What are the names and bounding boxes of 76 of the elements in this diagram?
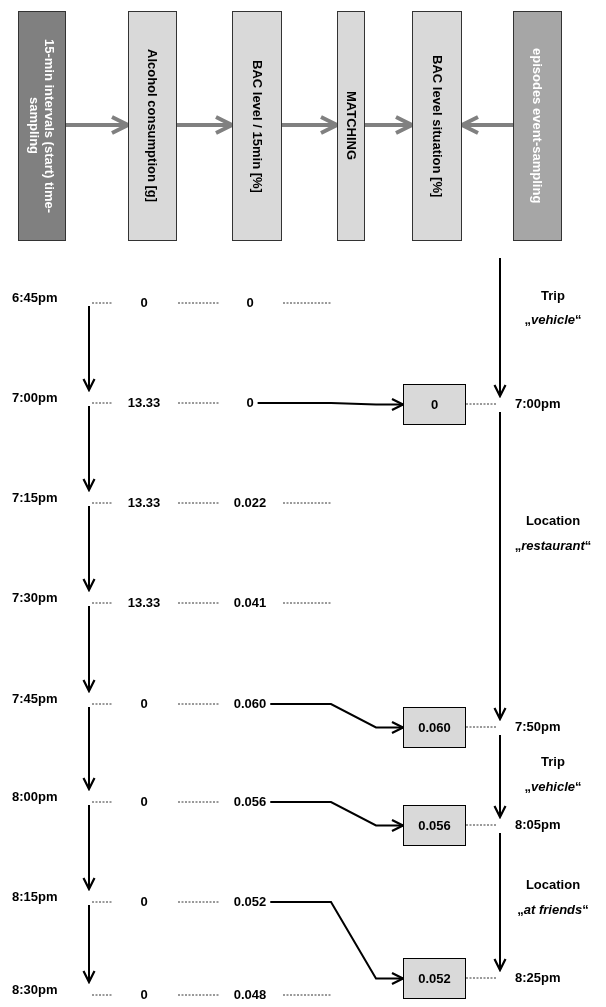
time-label: 7:00pm xyxy=(497,396,577,412)
arrow xyxy=(82,305,96,392)
value-text: 0.052 xyxy=(233,894,267,910)
time-label: 8:30pm xyxy=(12,982,92,998)
box-value: 0 xyxy=(430,396,439,413)
arrow xyxy=(177,115,234,135)
time-label: 6:45pm xyxy=(12,290,92,306)
value-text: 0.060 xyxy=(233,696,267,712)
value-box xyxy=(403,384,466,425)
value-text: 0 xyxy=(140,794,148,810)
time-label: 7:15pm xyxy=(12,490,92,506)
arrow xyxy=(82,804,96,891)
time-label: 8:15pm xyxy=(12,889,92,905)
value-box xyxy=(403,958,466,999)
time-label: 8:25pm xyxy=(497,970,577,986)
arrow xyxy=(493,734,507,819)
episode-label: Trip xyxy=(541,754,565,770)
box-label: 15-min intervals (start) time-sampling xyxy=(27,37,57,216)
episode-label: Trip xyxy=(541,288,565,304)
value-text: 0 xyxy=(140,696,148,712)
arrow xyxy=(460,115,513,135)
arrow xyxy=(493,257,507,398)
process-box xyxy=(18,11,66,241)
box-label: BAC level situation [%] xyxy=(429,54,445,198)
episode-label: Location xyxy=(525,877,581,893)
episode-label: „restaurant“ xyxy=(514,538,592,554)
box-label: MATCHING xyxy=(343,91,359,161)
time-label: 7:30pm xyxy=(12,590,92,606)
box-label: Alcohol consumption [g] xyxy=(145,49,160,203)
arrow xyxy=(493,411,507,721)
process-box xyxy=(513,11,562,241)
value-text: 0.022 xyxy=(233,495,267,511)
arrow xyxy=(269,703,405,735)
value-text: 0 xyxy=(140,987,148,1003)
process-box xyxy=(128,11,177,241)
arrow xyxy=(269,901,405,986)
value-text: 13.33 xyxy=(127,595,161,611)
episode-label: Location xyxy=(525,513,581,529)
box-value: 0.060 xyxy=(418,719,451,736)
arrow xyxy=(256,397,405,412)
process-box xyxy=(412,11,462,241)
arrow xyxy=(493,832,507,972)
value-text: 13.33 xyxy=(127,495,161,511)
value-box xyxy=(403,707,466,748)
value-text: 13.33 xyxy=(127,395,161,411)
time-label: 8:05pm xyxy=(497,817,577,833)
box-value: 0.056 xyxy=(418,817,451,834)
value-text: 0.048 xyxy=(233,987,267,1003)
value-text: 0.041 xyxy=(233,595,267,611)
arrow xyxy=(82,605,96,693)
value-text: 0 xyxy=(140,295,148,311)
arrow xyxy=(82,706,96,791)
time-label: 7:50pm xyxy=(497,719,577,735)
process-box xyxy=(337,11,365,241)
value-text: 0 xyxy=(246,395,254,411)
value-text: 0 xyxy=(246,295,254,311)
arrow xyxy=(82,505,96,592)
episode-label: „vehicle“ xyxy=(524,779,582,795)
value-box xyxy=(403,805,466,846)
box-label: BAC level / 15min [%] xyxy=(249,59,265,193)
box-value: 0.052 xyxy=(418,970,451,987)
arrow xyxy=(282,115,339,135)
time-label: 7:45pm xyxy=(12,691,92,707)
arrow xyxy=(365,115,414,135)
box-label: episodes event-sampling xyxy=(530,48,545,204)
arrow xyxy=(82,405,96,492)
process-box xyxy=(232,11,282,241)
value-text: 0.056 xyxy=(233,794,267,810)
arrow xyxy=(66,115,130,135)
value-text: 0 xyxy=(140,894,148,910)
time-label: 8:00pm xyxy=(12,789,92,805)
arrow xyxy=(269,801,405,833)
episode-label: „at friends“ xyxy=(517,902,589,918)
episode-label: „vehicle“ xyxy=(524,312,582,328)
time-label: 7:00pm xyxy=(12,390,92,406)
arrow xyxy=(82,904,96,984)
